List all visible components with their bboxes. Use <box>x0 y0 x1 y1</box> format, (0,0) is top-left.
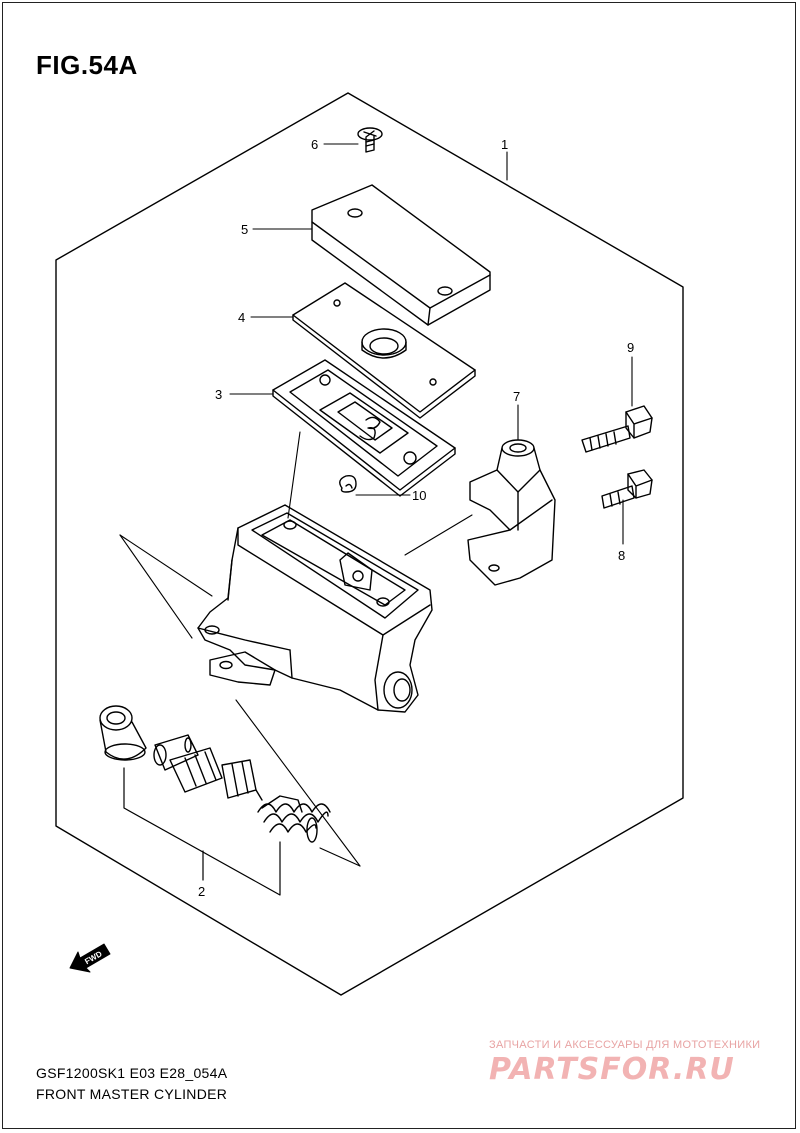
master-cylinder-body <box>197 504 433 713</box>
watermark-logo: PARTSFOR.RU <box>489 1052 735 1087</box>
part-4-plate <box>292 282 476 419</box>
assembly-outline <box>55 92 684 996</box>
callout-5: 5 <box>241 222 248 237</box>
part-2-piston-kit <box>99 705 331 843</box>
callout-8: 8 <box>618 548 625 563</box>
callout-1: 1 <box>501 137 508 152</box>
part-2-bracket <box>123 767 281 896</box>
part-5-cap <box>311 184 491 326</box>
leader-lines <box>229 143 633 545</box>
figure-caption: FRONT MASTER CYLINDER <box>36 1086 228 1102</box>
fwd-arrow-icon: FWD <box>69 943 111 973</box>
watermark-tagline: ЗАПЧАСТИ И АКСЕССУАРЫ ДЛЯ МОТОТЕХНИКИ <box>489 1039 761 1051</box>
guide-lines <box>119 431 473 867</box>
part-10-clip <box>339 474 357 493</box>
callout-7: 7 <box>513 389 520 404</box>
callout-2: 2 <box>198 884 205 899</box>
part-9-bolt <box>581 405 653 453</box>
callout-4: 4 <box>238 310 245 325</box>
part-8-bolt <box>601 469 653 509</box>
callout-10: 10 <box>412 488 426 503</box>
callout-9: 9 <box>627 340 634 355</box>
part-7-bracket <box>467 439 556 586</box>
part-6-screw <box>357 127 383 153</box>
figure-title: FIG.54A <box>36 50 138 80</box>
callout-3: 3 <box>215 387 222 402</box>
callout-6: 6 <box>311 137 318 152</box>
part-3-diaphragm <box>272 359 456 497</box>
model-code: GSF1200SK1 E03 E28_054A <box>36 1065 228 1081</box>
